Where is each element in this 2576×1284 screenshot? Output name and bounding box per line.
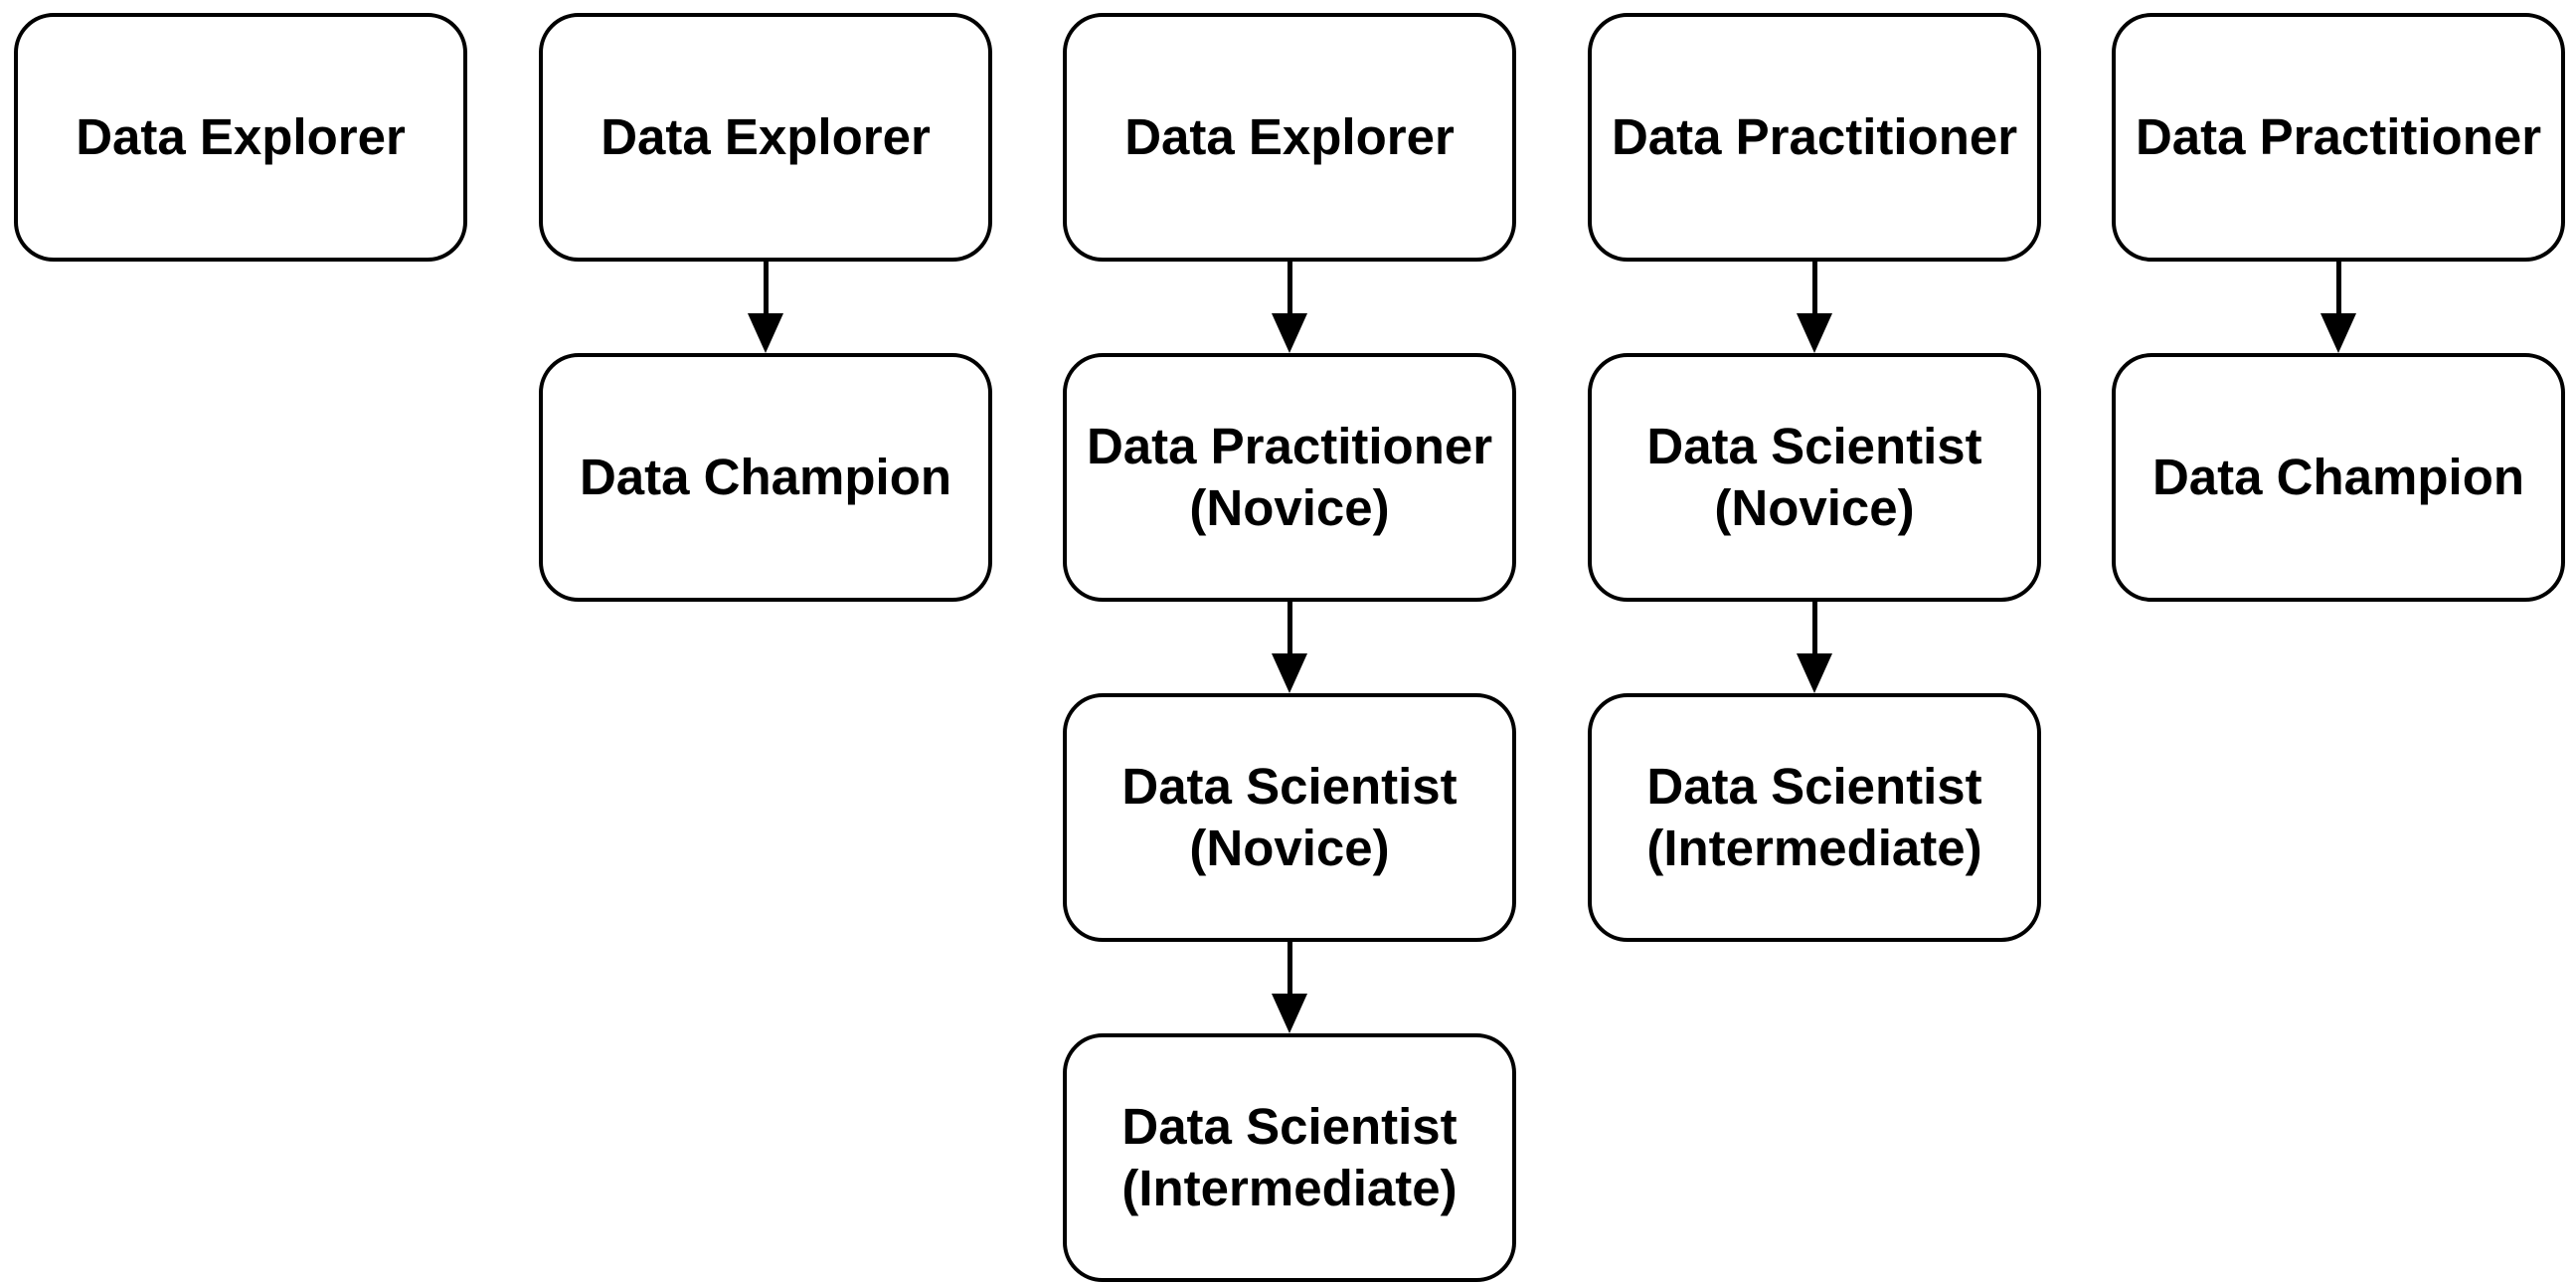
- node-label: Data Champion: [579, 448, 952, 505]
- node-data-explorer: Data Explorer: [1063, 13, 1516, 262]
- arrow-down-icon: [1270, 262, 1309, 353]
- arrow-shaft: [2335, 262, 2341, 313]
- node-label: Data Explorer: [1124, 107, 1455, 165]
- node-data-practitioner-novice: Data Practitioner (Novice): [1063, 353, 1516, 602]
- arrow-head: [2320, 313, 2356, 353]
- node-label: Data Scientist (Novice): [1121, 757, 1458, 876]
- node-label: Data Practitioner: [2135, 107, 2542, 165]
- arrow-down-icon: [1795, 262, 1834, 353]
- node-label: Data Explorer: [601, 107, 931, 165]
- node-data-champion: Data Champion: [539, 353, 992, 602]
- arrow-head: [748, 313, 783, 353]
- arrow-head: [1272, 653, 1307, 693]
- node-data-scientist-novice: Data Scientist (Novice): [1588, 353, 2041, 602]
- arrow-shaft: [1287, 602, 1292, 653]
- arrow-shaft: [1811, 262, 1817, 313]
- arrow-shaft: [1811, 602, 1817, 653]
- arrow-down-icon: [746, 262, 785, 353]
- node-label: Data Practitioner (Novice): [1086, 417, 1493, 536]
- arrow-down-icon: [1795, 602, 1834, 693]
- arrow-head: [1797, 313, 1832, 353]
- node-label: Data Explorer: [76, 107, 406, 165]
- node-data-practitioner: Data Practitioner: [1588, 13, 2041, 262]
- node-data-explorer: Data Explorer: [14, 13, 467, 262]
- arrow-shaft: [1287, 262, 1292, 313]
- arrow-down-icon: [2318, 262, 2358, 353]
- arrow-down-icon: [1270, 602, 1309, 693]
- arrow-shaft: [763, 262, 769, 313]
- node-data-scientist-intermediate: Data Scientist (Intermediate): [1063, 1033, 1516, 1282]
- arrow-down-icon: [1270, 942, 1309, 1033]
- node-label: Data Practitioner: [1611, 107, 2018, 165]
- node-data-explorer: Data Explorer: [539, 13, 992, 262]
- node-data-practitioner: Data Practitioner: [2112, 13, 2565, 262]
- node-data-scientist-novice: Data Scientist (Novice): [1063, 693, 1516, 942]
- node-label: Data Scientist (Intermediate): [1121, 1097, 1458, 1216]
- node-label: Data Scientist (Novice): [1646, 417, 1982, 536]
- node-data-champion: Data Champion: [2112, 353, 2565, 602]
- node-label: Data Champion: [2151, 448, 2525, 505]
- arrow-head: [1272, 994, 1307, 1033]
- node-label: Data Scientist (Intermediate): [1646, 757, 1982, 876]
- arrow-shaft: [1287, 942, 1292, 994]
- arrow-head: [1797, 653, 1832, 693]
- arrow-head: [1272, 313, 1307, 353]
- node-data-scientist-intermediate: Data Scientist (Intermediate): [1588, 693, 2041, 942]
